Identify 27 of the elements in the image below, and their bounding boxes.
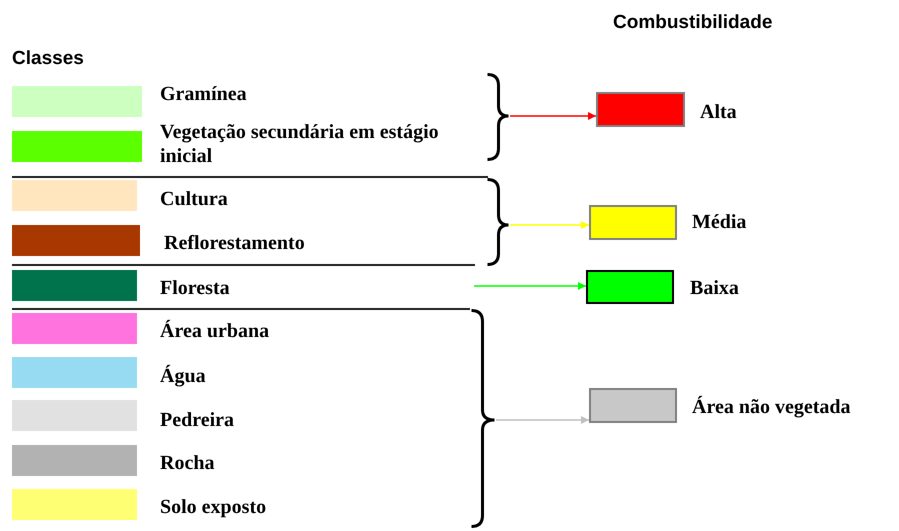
legend-text: Rocha xyxy=(160,451,216,475)
legend-text: Pedreira xyxy=(160,408,236,432)
arrow xyxy=(496,416,589,424)
legend-text: Área urbana xyxy=(160,319,270,343)
legend-text: Vegetação secundária em estágio inicial xyxy=(160,120,440,168)
legend-text: Água xyxy=(160,364,207,388)
color-box xyxy=(589,205,677,240)
legend-text: Gramínea xyxy=(160,82,248,106)
arrow xyxy=(474,282,586,290)
curly-brace xyxy=(486,178,510,266)
legend-text: Solo exposto xyxy=(160,495,268,519)
legend-text: Reflorestamento xyxy=(164,231,306,255)
color-box xyxy=(596,92,685,127)
category-label: Área não vegetada xyxy=(692,395,850,419)
color-box xyxy=(589,388,677,423)
category-label: Alta xyxy=(700,100,737,124)
arrow xyxy=(510,112,596,120)
curly-brace xyxy=(486,73,510,161)
arrow xyxy=(510,221,589,229)
legend-text: Cultura xyxy=(160,187,229,211)
column-heading: Combustibilidade xyxy=(613,12,772,34)
category-label: Média xyxy=(692,210,746,234)
column-heading: Classes xyxy=(12,48,84,70)
category-label: Baixa xyxy=(690,276,739,300)
legend-text: Floresta xyxy=(160,276,231,300)
curly-brace xyxy=(470,309,496,528)
color-box xyxy=(586,270,674,304)
